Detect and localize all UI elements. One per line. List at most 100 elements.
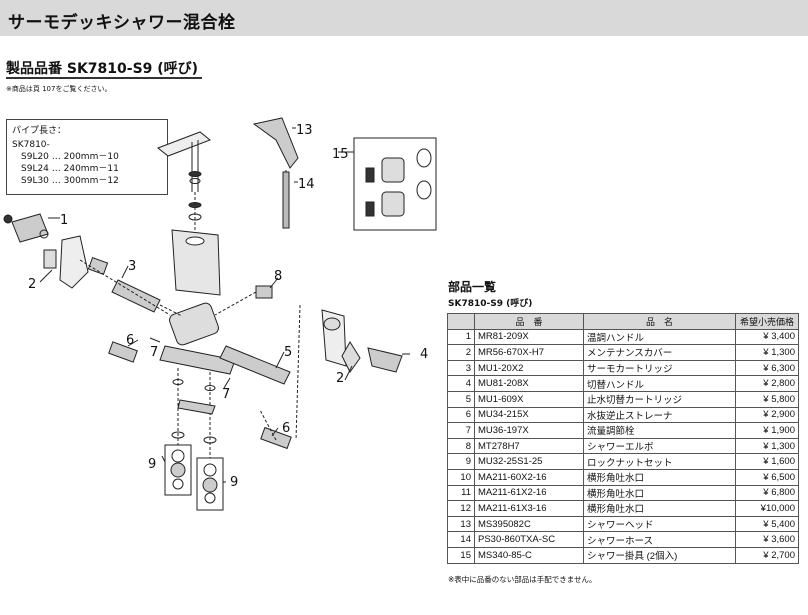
row-no: 6 [447,406,475,424]
strainer-right-drawing [260,426,292,450]
row-code: MU1-20X2 [474,359,584,377]
row-name: 温調ハンドル [583,328,736,346]
row-name: 水抜逆止ストレーナ [583,406,736,424]
row-no: 11 [447,484,475,502]
header-bar [0,0,808,36]
callout-13: 13 [296,123,313,138]
row-price: ¥ 6,500 [735,468,799,486]
shower-hose-drawing [282,171,290,229]
row-name: 止水切替カートリッジ [583,390,736,408]
row-code: MS395082C [474,515,584,533]
callout-1: 1 [60,213,68,228]
pipe-length-box: パイプ長さ： SK7810- S9L20 … 200mm－10 S9L24 … … [6,119,168,195]
pipe-length-label: パイプ長さ： [12,126,67,136]
row-name: ロックナットセット [583,453,736,470]
row-code: PS30-860TXA-SC [474,531,584,548]
row-no: 12 [447,500,475,517]
shower-head-drawing [252,117,299,169]
spout-drawing [157,131,211,157]
row-price: ¥ 6,800 [735,484,799,502]
page-title: サーモデッキシャワー混合栓 [8,13,236,33]
shower-elbow-drawing [255,285,273,299]
parts-footnote: ※表中に品番のない部品は手配できません。 [448,575,597,584]
body-cover-drawing [171,229,221,296]
row-code: MR81-209X [474,328,584,346]
row-name: シャワーホース [583,531,736,548]
row-price: ¥10,000 [735,500,799,517]
table-header-row: 品 番 品 名 希望小売価格 [447,313,799,330]
row-price: ¥ 2,700 [735,546,799,564]
switch-handle-drawing [367,347,403,373]
row-code: MA211-60X2-16 [474,468,584,486]
row-no: 15 [447,546,475,564]
row-price: ¥ 1,300 [735,344,799,361]
row-price: ¥ 1,300 [735,437,799,455]
row-name: メンテナンスカバー [583,344,736,361]
callout-7: 7 [150,345,158,360]
row-name: シャワーエルボ [583,437,736,455]
row-name: 横形角吐水口 [583,468,736,486]
row-code: MA211-61X3-16 [474,500,584,517]
callout-14: 14 [298,177,315,192]
callout-8: 8 [274,269,282,284]
stop-cartridge-drawing [219,345,291,385]
row-code: MU34-215X [474,406,584,424]
thermo-cartridge-drawing [111,279,161,313]
row-code: MR56-670X-H7 [474,344,584,361]
callout-6: 6 [282,421,290,436]
pipe-length-model: SK7810- [12,140,50,150]
row-no: 4 [447,375,475,392]
row-code: MU36-197X [474,422,584,439]
row-code: MU81-208X [474,375,584,392]
row-no: 5 [447,390,475,408]
callout-7: 7 [222,387,230,402]
row-name: シャワーヘッド [583,515,736,533]
pipe-length-option: S9L30 … 300mm－12 [21,176,119,186]
callout-2: 2 [336,371,344,386]
row-price: ¥ 1,600 [735,453,799,470]
pipe-length-option: S9L20 … 200mm－10 [21,152,119,162]
row-code: MT278H7 [474,437,584,455]
row-no: 7 [447,422,475,439]
row-price: ¥ 6,300 [735,359,799,377]
row-name: 横形角吐水口 [583,500,736,517]
col-no [447,313,475,330]
row-name: 流量調節栓 [583,422,736,439]
row-name: 横形角吐水口 [583,484,736,502]
col-price: 希望小売価格 [735,313,799,330]
row-price: ¥ 2,900 [735,406,799,424]
pipe-length-option: S9L24 … 240mm－11 [21,164,119,174]
row-name: シャワー掛具 (2個入) [583,546,736,564]
base-plate-drawing [159,345,236,375]
row-name: サーモカートリッジ [583,359,736,377]
exploded-diagram: 1 2 3 4 2 5 6 6 7 7 8 9 9 13 14 15 [3,117,437,511]
row-no: 1 [447,328,475,346]
col-code: 品 番 [474,313,584,330]
row-code: MU32-25S1-25 [474,453,584,470]
row-no: 3 [447,359,475,377]
parts-list-title: 部品一覧 [448,280,497,294]
row-price: ¥ 3,600 [735,531,799,548]
row-price: ¥ 1,900 [735,422,799,439]
strainer-left-drawing [108,341,138,363]
row-no: 14 [447,531,475,548]
callout-15: 15 [332,147,349,162]
row-no: 8 [447,437,475,455]
product-note: ※商品は頁 107をご覧ください。 [6,85,112,93]
